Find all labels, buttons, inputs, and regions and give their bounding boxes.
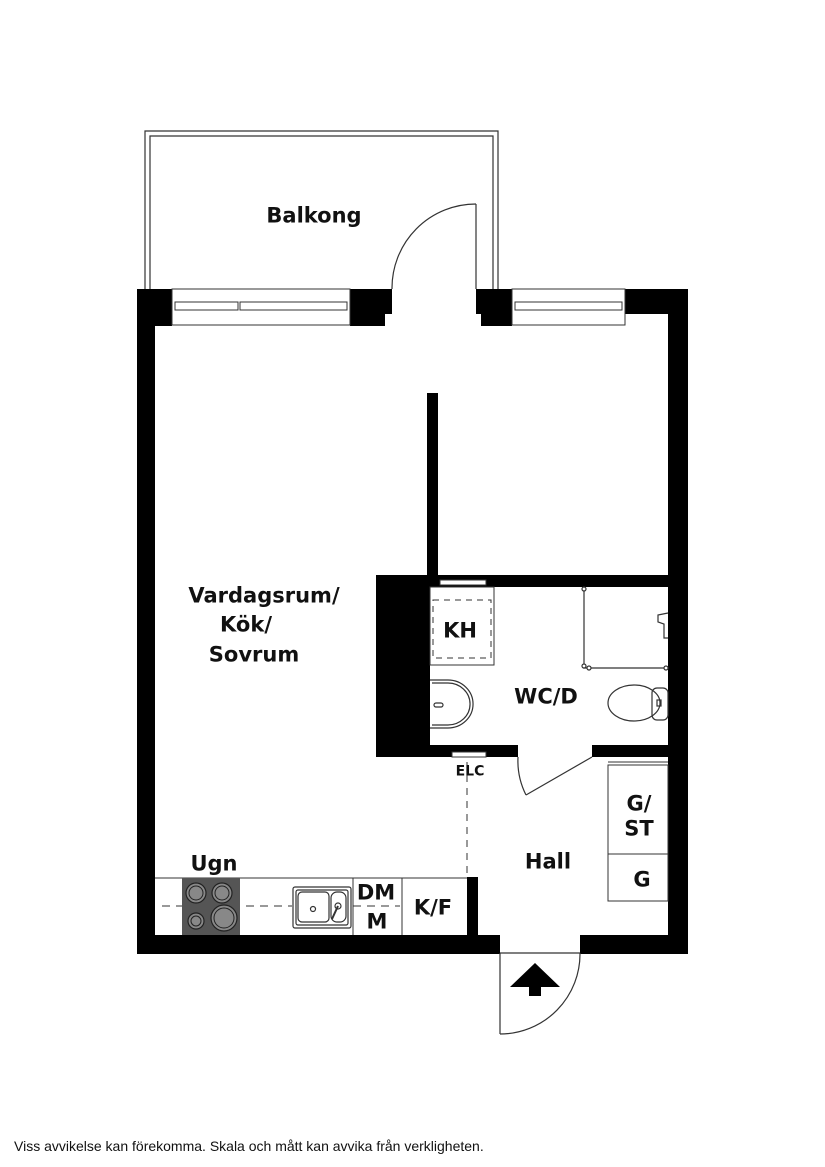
room-label-living-1: Vardagsrum/ (188, 583, 340, 608)
windows (171, 288, 626, 326)
bathroom-door (517, 756, 593, 796)
entrance-arrow-icon (510, 963, 560, 996)
wardrobe-label-top-1: G/ (626, 791, 652, 816)
bathroom-sink (430, 679, 474, 729)
balcony-door (391, 203, 477, 290)
disclaimer-text: Viss avvikelse kan förekomma. Skala och … (14, 1138, 484, 1154)
room-label-electric: ELC (455, 763, 485, 780)
dishwasher-label-1: DM (356, 880, 396, 905)
fridge-label: K/F (413, 895, 453, 920)
dishwasher-label-2: M (366, 909, 388, 934)
exterior-walls (137, 289, 688, 954)
balcony-outline (144, 130, 499, 289)
toilet (607, 684, 669, 722)
room-label-laundry: KH (443, 618, 477, 643)
laundry-machine (429, 586, 495, 666)
wardrobe-label-top-2: ST (624, 816, 654, 841)
stove (182, 878, 240, 935)
wardrobe-label-bottom: G (633, 867, 651, 892)
kitchen-sink (292, 886, 352, 929)
room-label-hall: Hall (524, 849, 572, 874)
interior-walls (376, 393, 668, 937)
oven-label: Ugn (190, 851, 238, 876)
room-label-bathroom: WC/D (514, 684, 578, 709)
entrance-door (499, 952, 581, 1035)
shower (581, 586, 669, 671)
wardrobes (607, 761, 669, 902)
room-label-balcony: Balkong (266, 203, 362, 228)
room-label-living-3: Sovrum (208, 642, 300, 667)
room-label-living-2: Kök/ (220, 612, 272, 637)
